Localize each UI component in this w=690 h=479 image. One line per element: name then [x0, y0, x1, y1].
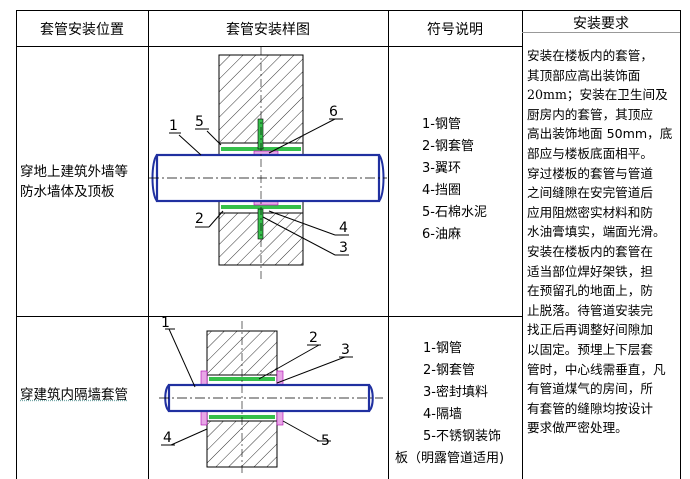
header-requirements: 安装要求	[573, 16, 629, 32]
row1-position-line1: 穿地上建筑外墙等	[20, 164, 128, 180]
legend-item: 2-钢套管	[422, 139, 474, 154]
callout-6: 6	[329, 104, 338, 120]
row1-sleeve-diagram: 1 5 6 2 4 3	[149, 47, 387, 279]
callout-3: 3	[341, 342, 350, 358]
header-legend: 符号说明	[427, 22, 483, 38]
legend-item: 板（明露管道适用)	[395, 451, 505, 466]
row2-sleeve-diagram: 1 2 3 4 5	[159, 317, 383, 475]
header-diagram: 套管安装样图	[226, 22, 310, 38]
requirements-header-border	[522, 32, 680, 33]
row2-legend: 1-钢管 2-钢套管 3-密封填料 4-隔墙 5-不锈钢装饰 板（明露管道适用)	[395, 338, 521, 470]
table-left-border	[16, 10, 17, 479]
col-divider-1	[148, 10, 149, 479]
sleeve-top	[209, 377, 275, 381]
row-divider	[16, 316, 522, 317]
requirements-text: 安装在楼板内的套管， 其顶部应高出装饰面 20mm；安装在卫生间及 厨房内的套管…	[527, 48, 673, 436]
header-position: 套管安装位置	[40, 22, 124, 38]
legend-item: 3-密封填料	[423, 385, 488, 400]
row1-legend: 1-钢管 2-钢套管 3-翼环 4-挡圈 5-石棉水泥 6-油麻	[422, 114, 487, 246]
legend-item: 5-石棉水泥	[422, 205, 487, 220]
row2-position-line1: 穿建筑内隔墙套管	[20, 387, 128, 403]
legend-item: 1-钢管	[423, 341, 462, 356]
table-right-border	[680, 10, 681, 479]
callout-1: 1	[169, 118, 178, 134]
row1-position-line2: 防水墙体及顶板	[20, 184, 115, 200]
table-top-border	[16, 10, 680, 11]
legend-item: 5-不锈钢装饰	[423, 429, 501, 444]
legend-item: 2-钢套管	[423, 363, 475, 378]
callout-5: 5	[321, 433, 330, 449]
header-bottom-border	[16, 46, 522, 47]
callout-3: 3	[339, 240, 348, 256]
callout-4: 4	[163, 430, 172, 446]
callout-1: 1	[161, 317, 170, 331]
row1-position: 穿地上建筑外墙等 防水墙体及顶板	[20, 162, 146, 202]
col-divider-3	[522, 10, 523, 479]
legend-item: 4-挡圈	[422, 183, 461, 198]
legend-item: 4-隔墙	[423, 407, 462, 422]
callout-2: 2	[309, 330, 318, 346]
row2-position: 穿建筑内隔墙套管	[20, 385, 146, 405]
col-divider-2	[388, 10, 389, 479]
callout-5: 5	[195, 114, 204, 130]
callout-2: 2	[195, 211, 204, 227]
legend-item: 3-翼环	[422, 161, 461, 176]
legend-item: 6-油麻	[422, 227, 461, 242]
callout-4: 4	[339, 220, 348, 236]
legend-item: 1-钢管	[422, 117, 461, 132]
